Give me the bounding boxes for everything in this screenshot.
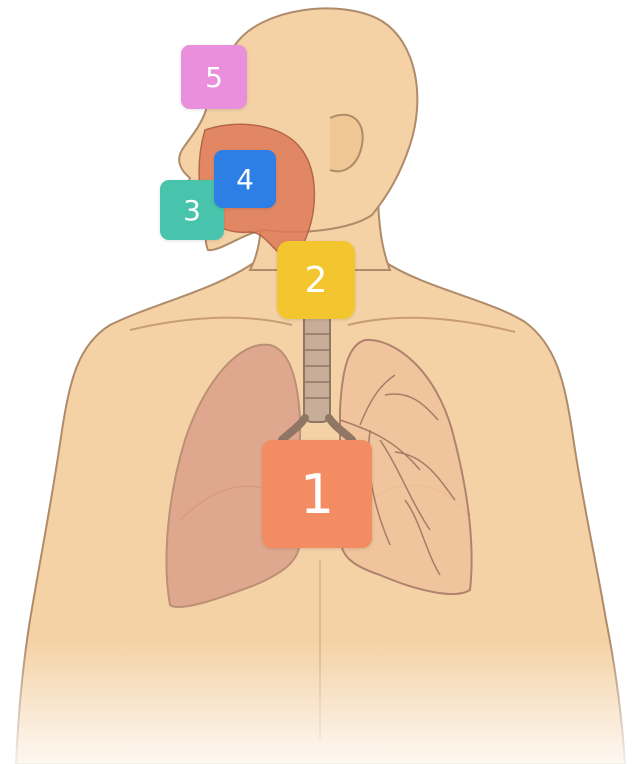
marker-4[interactable]: 4 [214,150,276,208]
marker-5-label: 5 [205,61,223,94]
marker-2[interactable]: 2 [277,241,355,319]
marker-3-label: 3 [183,194,201,227]
marker-1[interactable]: 1 [262,440,372,548]
marker-4-label: 4 [236,163,254,196]
marker-2-label: 2 [305,260,328,301]
marker-1-label: 1 [300,463,334,526]
marker-5[interactable]: 5 [181,45,247,109]
bottom-fade [0,640,641,764]
